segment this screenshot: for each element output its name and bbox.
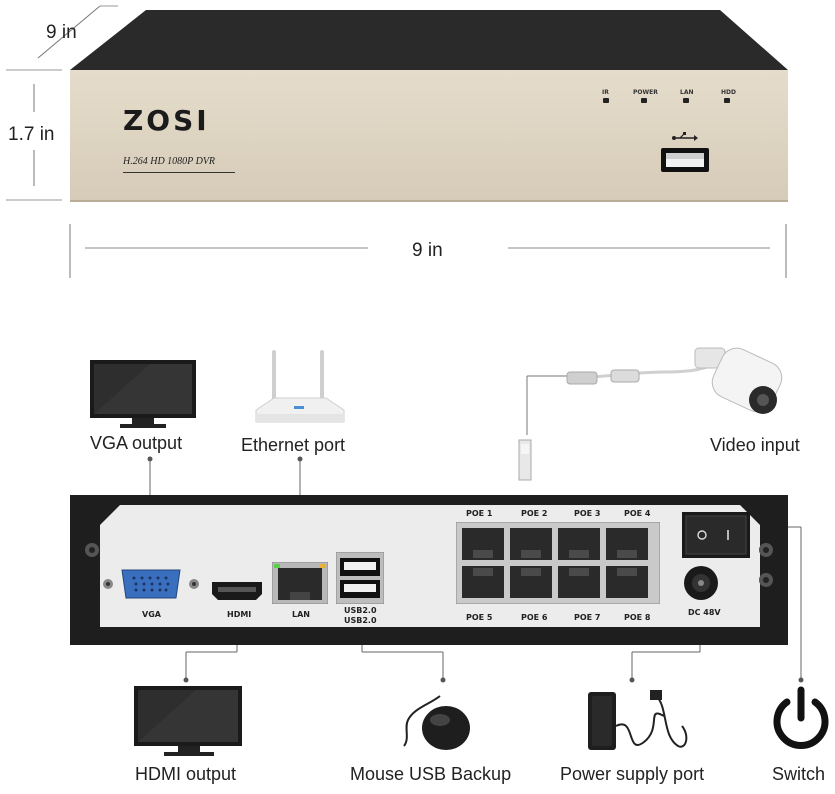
dimension-lines [6, 5, 787, 278]
vga-output-label: VGA output [90, 433, 183, 453]
poe-label-1: POE 1 [466, 509, 493, 518]
rear-usb-ports[interactable] [336, 552, 384, 604]
poe-label-2: POE 2 [521, 509, 548, 518]
poe-label-5: POE 5 [466, 613, 493, 622]
poe-label-3: POE 3 [574, 509, 601, 518]
hdmi-monitor-icon [134, 686, 242, 756]
height-dimension: 1.7 in [8, 124, 55, 145]
ethernet-port-label: Ethernet port [241, 435, 346, 455]
hdmi-port-label: HDMI [227, 610, 252, 619]
front-usb-port[interactable] [660, 132, 710, 174]
hdmi-port[interactable] [212, 580, 262, 602]
poe-label-8: POE 8 [624, 613, 651, 622]
mouse-usb-backup-label: Mouse USB Backup [350, 764, 512, 784]
ir-led [603, 98, 609, 103]
switch-label: Switch [772, 764, 826, 784]
usb-port-label-1: USB2.0 [344, 606, 377, 615]
usb-icon [672, 132, 698, 141]
vga-port[interactable] [102, 568, 202, 602]
lan-port-label: LAN [292, 610, 310, 619]
power-switch[interactable] [682, 512, 750, 558]
video-input-label: Video input [710, 435, 800, 455]
depth-dimension: 9 in [46, 22, 77, 43]
vga-port-label: VGA [142, 610, 161, 619]
lan-led [683, 98, 689, 103]
camera-icon [518, 347, 783, 481]
dvr-front-face [70, 70, 788, 202]
power-adapter-icon [588, 690, 688, 750]
model-text: H.264 HD 1080P DVR [123, 156, 216, 167]
width-dimension: 9 in [412, 240, 443, 261]
led-label-lan: LAN [680, 89, 694, 96]
brand-logo: ZOSI [123, 104, 210, 137]
dc-power-jack[interactable] [683, 565, 719, 601]
power-supply-port-label: Power supply port [560, 764, 705, 784]
hdmi-output-label: HDMI output [135, 764, 237, 784]
lan-port[interactable] [272, 562, 328, 604]
vga-monitor-icon [90, 360, 196, 428]
power-led [641, 98, 647, 103]
model-underline [123, 172, 235, 173]
mouse-icon [403, 695, 470, 750]
router-icon [255, 350, 345, 423]
poe-ports[interactable] [456, 522, 660, 604]
poe-label-6: POE 6 [521, 613, 548, 622]
led-label-hdd: HDD [721, 89, 736, 96]
dc-jack-label: DC 48V [688, 608, 721, 617]
hdd-led [724, 98, 730, 103]
usb-port-label-2: USB2.0 [344, 616, 377, 625]
led-label-power: POWER [633, 89, 658, 96]
power-icon [773, 686, 829, 749]
poe-label-7: POE 7 [574, 613, 601, 622]
poe-label-4: POE 4 [624, 509, 651, 518]
led-label-ir: IR [602, 89, 609, 96]
dvr-top-cover [70, 10, 788, 72]
